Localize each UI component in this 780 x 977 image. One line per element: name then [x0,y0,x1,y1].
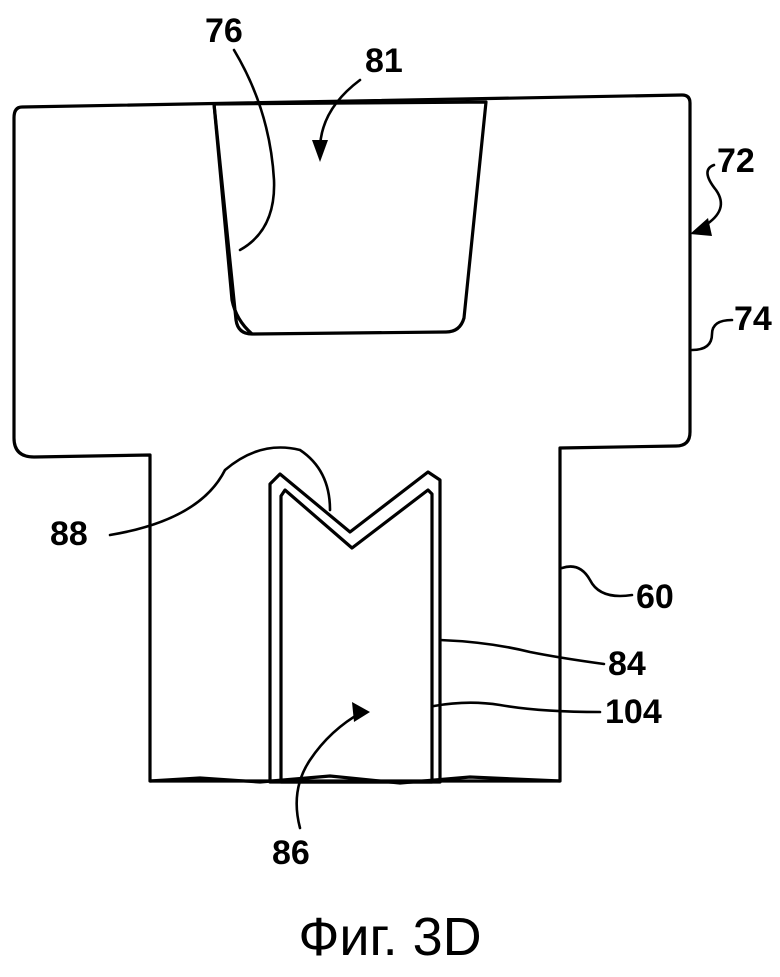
arrowhead-81 [312,140,328,162]
label-104: 104 [605,693,662,731]
leader-104 [434,703,600,712]
leader-81 [320,80,360,150]
arrowhead-72 [690,218,712,236]
label-60: 60 [636,578,674,616]
leader-88 [110,448,330,536]
label-72: 72 [717,142,755,180]
label-88: 88 [50,515,88,553]
socket-edge-line [214,104,252,334]
label-76: 76 [205,12,243,50]
leader-84 [440,640,604,664]
label-81: 81 [365,42,403,80]
core-material [281,490,432,782]
leader-86 [297,712,362,828]
label-74: 74 [734,300,772,338]
arrowhead-86 [352,702,370,722]
label-86: 86 [272,834,310,872]
figure-caption: Фиг. 3D [298,907,481,967]
leader-74 [692,320,732,350]
leader-76 [234,50,274,250]
socket-cavity [214,102,486,334]
coating-layer [270,472,440,782]
label-84: 84 [608,645,646,683]
leader-60 [562,567,632,597]
body-cross-section [14,95,690,781]
